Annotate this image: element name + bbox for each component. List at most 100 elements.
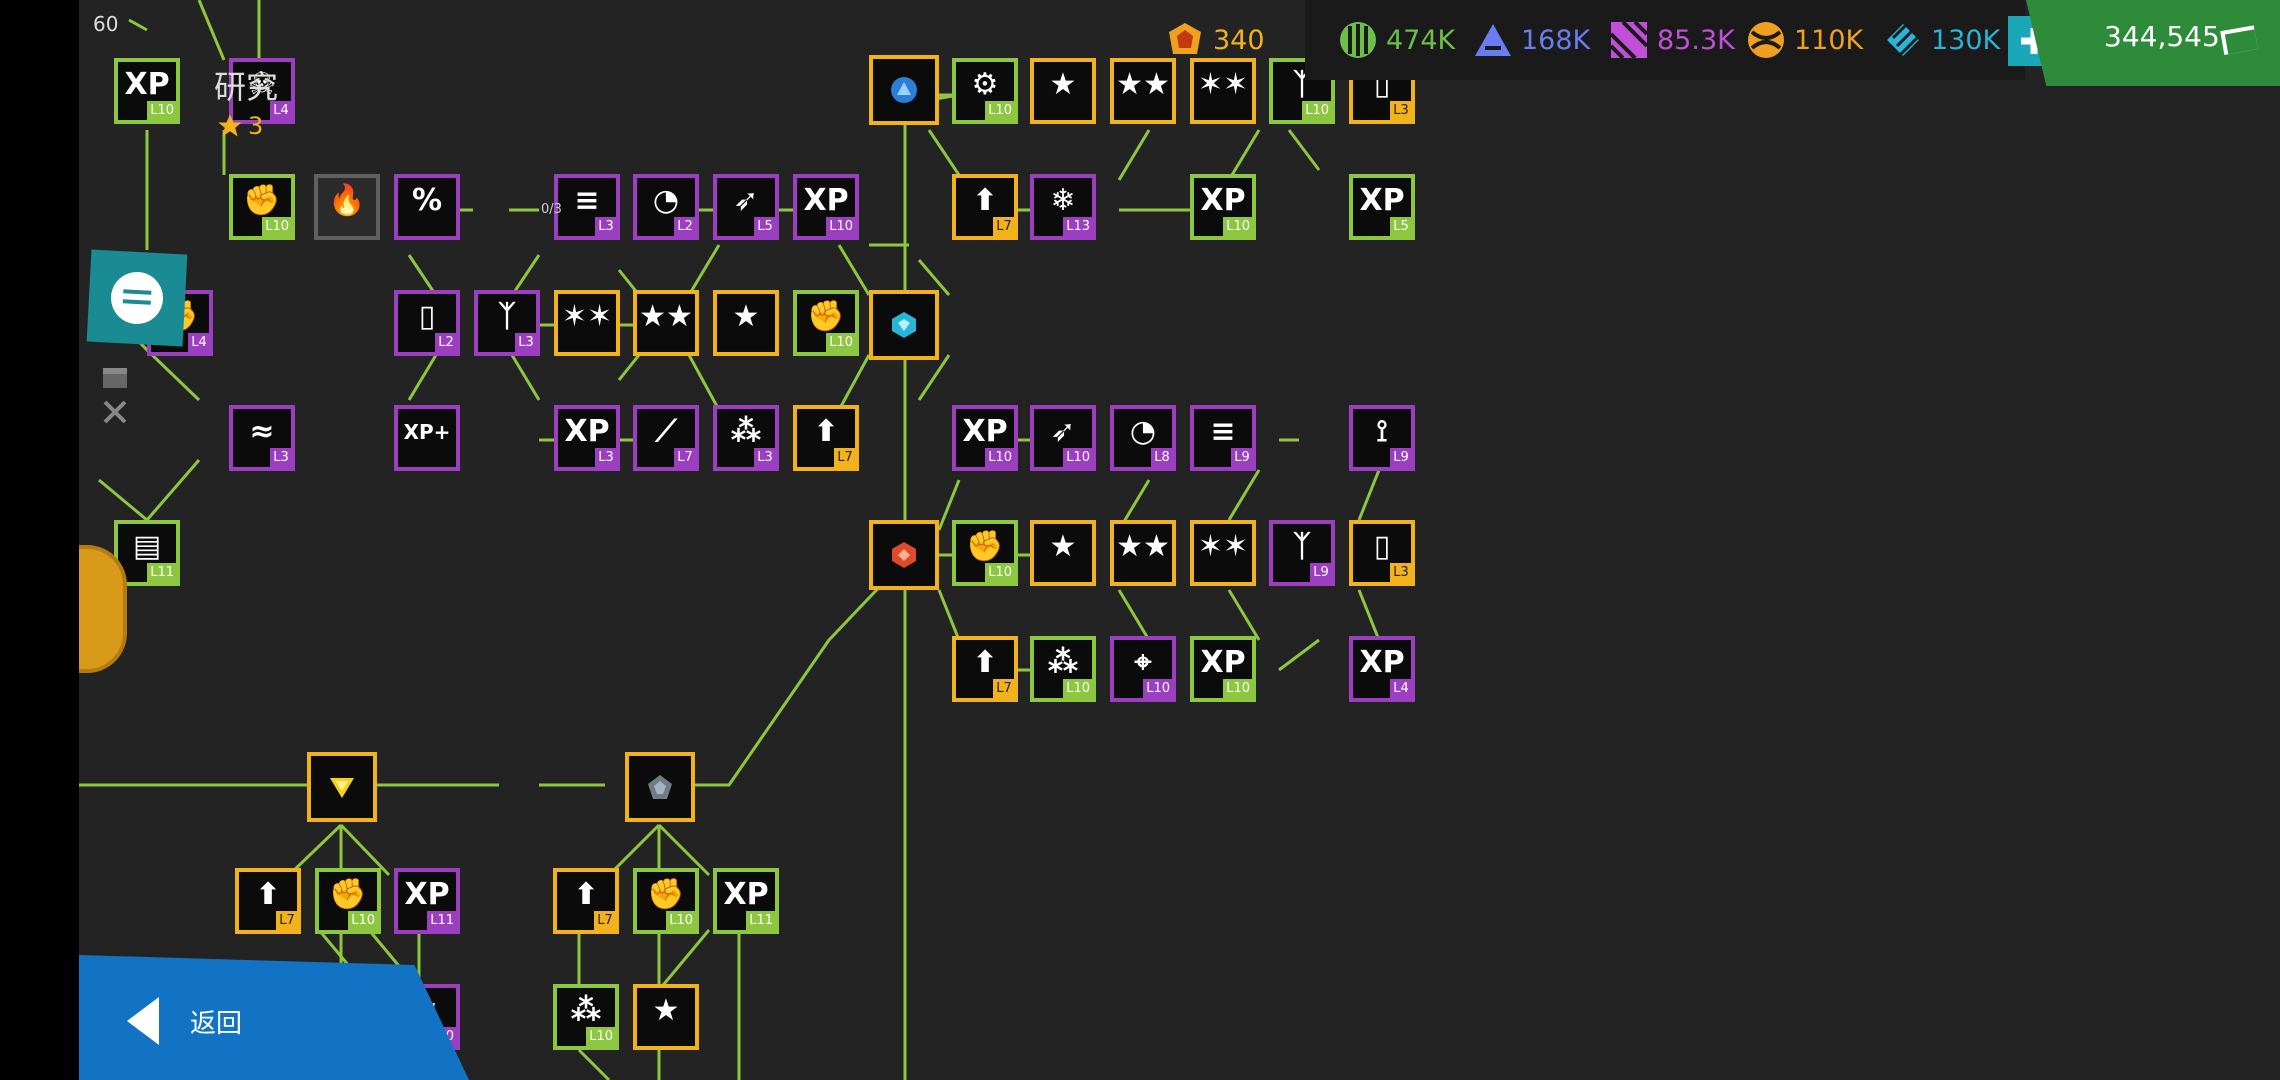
arrow-up-icon: ⬆	[972, 183, 998, 218]
research-node[interactable]: ⬆L7	[553, 868, 619, 934]
node-level-badge: L7	[834, 448, 856, 468]
research-node[interactable]: ➶L5	[713, 174, 779, 240]
hub-node-blue[interactable]	[869, 55, 939, 125]
research-node[interactable]: ✶✶	[1190, 520, 1256, 586]
resource-cyan[interactable]: 130K	[1883, 18, 2000, 62]
crosshair-icon: ⌖	[1134, 645, 1152, 680]
research-node[interactable]: ✶✶	[1190, 58, 1256, 124]
research-node[interactable]: ⌖L10	[1110, 636, 1176, 702]
pacman-icon: ◔	[1129, 414, 1157, 449]
research-node[interactable]: ✊L10	[793, 290, 859, 356]
hub-node-yellow[interactable]	[307, 752, 377, 822]
resource-green[interactable]: 474K	[1338, 18, 1455, 62]
research-node[interactable]: ◔L8	[1110, 405, 1176, 471]
star-icon	[218, 114, 242, 137]
research-node[interactable]: ⟟L9	[1349, 405, 1415, 471]
research-node[interactable]: ➶L10	[1030, 405, 1096, 471]
three-stars-icon: ✶✶	[1197, 529, 1249, 564]
research-node[interactable]: ★	[713, 290, 779, 356]
research-node[interactable]: ▯L3	[1349, 520, 1415, 586]
resource-orange[interactable]: 110K	[1746, 18, 1863, 62]
research-node[interactable]: ❄L13	[1030, 174, 1096, 240]
research-node[interactable]: ◔L2	[633, 174, 699, 240]
hub-node-gray[interactable]	[625, 752, 695, 822]
spear-icon: ➶	[1050, 414, 1076, 449]
research-node[interactable]: ⬆L7	[952, 636, 1018, 702]
resource-purple[interactable]: 85.3K	[1609, 18, 1735, 62]
xp-icon: XP	[1359, 183, 1405, 218]
node-level-badge: L3	[754, 448, 776, 468]
research-node[interactable]: ⚙L10	[952, 58, 1018, 124]
research-node[interactable]: ⁂L10	[1030, 636, 1096, 702]
research-node[interactable]: ≡L3	[554, 174, 620, 240]
token-icon	[1169, 23, 1201, 54]
blue-resource-icon	[1475, 24, 1511, 56]
research-node[interactable]: ★★	[1110, 58, 1176, 124]
node-level-badge: L10	[348, 911, 378, 931]
hub-node-red[interactable]	[869, 520, 939, 590]
research-node[interactable]: ★★	[1110, 520, 1176, 586]
research-node[interactable]: ≡L9	[1190, 405, 1256, 471]
back-button-label: 返回	[190, 1009, 243, 1039]
star-rating: 3	[216, 112, 263, 140]
research-node[interactable]: ✊L10	[952, 520, 1018, 586]
research-node[interactable]: ☠L4	[229, 58, 295, 124]
research-node[interactable]: ✊L10	[315, 868, 381, 934]
node-level-badge: L10	[985, 101, 1015, 121]
research-node[interactable]: ★	[1030, 520, 1096, 586]
research-node[interactable]: ✊L10	[229, 174, 295, 240]
research-node[interactable]: ★	[633, 984, 699, 1050]
orange-resource-value: 110K	[1794, 24, 1864, 56]
node-level-badge: L7	[276, 911, 298, 931]
flame-icon: 🔥	[328, 183, 366, 218]
three-stars-icon: ✶✶	[1197, 67, 1249, 102]
research-node[interactable]: ★★	[633, 290, 699, 356]
chest-icon[interactable]	[101, 366, 129, 390]
research-node[interactable]: ⬆L7	[793, 405, 859, 471]
hub-node-cyan[interactable]	[869, 290, 939, 360]
research-node[interactable]: ▯L2	[394, 290, 460, 356]
research-node[interactable]: ⬆L7	[952, 174, 1018, 240]
list-icon: ≡	[1210, 414, 1236, 449]
research-node[interactable]: ✊L10	[633, 868, 699, 934]
research-node[interactable]: ⁂L10	[553, 984, 619, 1050]
research-tree-viewport[interactable]: XPL10☠L4✊L10✊L4≈L3▤L11%≡L3◔L2➶L5XPL10▯L2…	[79, 0, 2280, 1080]
resource-blue[interactable]: 168K	[1473, 18, 1590, 62]
research-node[interactable]: ★	[1030, 58, 1096, 124]
node-level-badge: L9	[1231, 448, 1253, 468]
max-xp-icon: XP	[962, 414, 1008, 449]
locked-research-node[interactable]: 🔥	[314, 174, 380, 240]
research-node[interactable]: ✶✶	[554, 290, 620, 356]
token-currency: 340	[1165, 18, 1265, 62]
research-node[interactable]: ⁂L3	[713, 405, 779, 471]
scatter-icon: ⁂	[1047, 645, 1079, 680]
fist-icon: ✊	[243, 183, 281, 218]
node-level-badge: L2	[435, 333, 457, 353]
two-stars-icon: ★★	[1116, 529, 1170, 564]
wave-icon: ≈	[249, 414, 275, 449]
node-level-badge: L4	[1390, 679, 1412, 699]
node-level-badge: L10	[985, 563, 1015, 583]
research-node[interactable]: XP+	[394, 405, 460, 471]
node-level-badge: L11	[147, 563, 177, 583]
research-node[interactable]: ⟋L7	[633, 405, 699, 471]
tools-icon[interactable]	[101, 398, 129, 426]
research-category-button[interactable]	[86, 249, 188, 347]
research-node[interactable]: %	[394, 174, 460, 240]
research-node[interactable]: ≈L3	[229, 405, 295, 471]
blue-resource-value: 168K	[1521, 24, 1591, 56]
purple-resource-icon	[1609, 20, 1649, 60]
research-node[interactable]: ⬆L7	[235, 868, 301, 934]
